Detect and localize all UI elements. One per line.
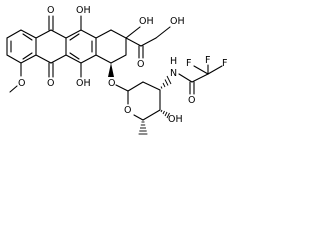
atom-oh-c14: OH [170, 16, 185, 27]
atom-oh-c11: OH [76, 78, 91, 89]
atom-o-quinone-bottom: O [47, 78, 54, 89]
atom-oh-c6: OH [76, 5, 91, 16]
atom-oh-c9: OH [139, 16, 154, 27]
atom-o-amide: O [188, 95, 195, 106]
atom-f-top: F [205, 55, 210, 66]
atom-o-quinone-top: O [47, 5, 54, 16]
bond-layer [6, 15, 223, 135]
atom-o-sugar-ring: O [124, 105, 131, 116]
atom-f-right: F [222, 58, 227, 69]
atom-h-amide: H [170, 56, 177, 67]
atom-oh-c4-prime: OH [168, 114, 183, 125]
atom-labels: O OH OH OH O O OH O O O OH H N O F F F [18, 5, 227, 125]
atom-n-amide: N [170, 68, 177, 79]
chemical-structure: O OH OH OH O O OH O O O OH H N O F F F [6, 5, 227, 135]
atom-o-methoxy: O [18, 78, 25, 89]
atom-o-glycosidic: O [108, 78, 115, 89]
atom-o-c13: O [137, 59, 144, 70]
atom-f-left: F [186, 58, 191, 69]
